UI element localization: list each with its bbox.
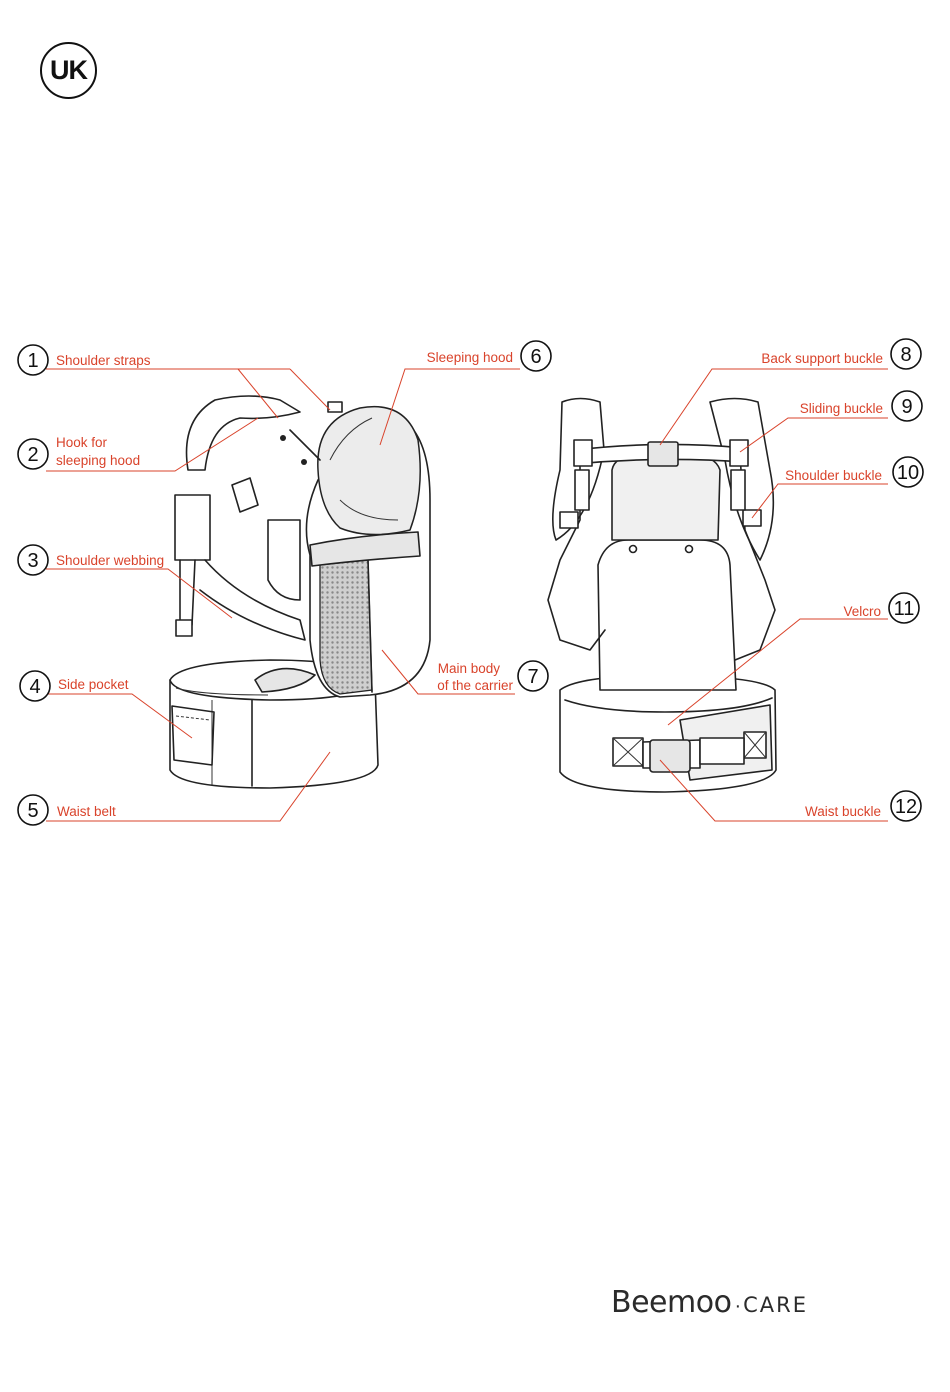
svg-text:7: 7 (527, 666, 538, 688)
svg-text:11: 11 (894, 598, 915, 620)
svg-text:3: 3 (27, 550, 38, 572)
svg-text:6: 6 (530, 346, 541, 368)
svg-text:Main body: Main body (438, 661, 501, 676)
svg-text:10: 10 (897, 462, 919, 484)
callout-8-back-support-buckle: 8 Back support buckle (660, 339, 921, 445)
svg-text:Side pocket: Side pocket (58, 677, 129, 692)
svg-text:Back support buckle: Back support buckle (761, 351, 883, 366)
brand-suffix: CARE (743, 1293, 808, 1317)
svg-text:Sleeping hood: Sleeping hood (427, 350, 513, 365)
svg-text:Shoulder webbing: Shoulder webbing (56, 553, 164, 568)
svg-text:Waist buckle: Waist buckle (805, 804, 881, 819)
svg-text:1: 1 (27, 350, 38, 372)
svg-text:12: 12 (895, 796, 917, 818)
brand-logo: Beemoo·CARE (611, 1288, 808, 1318)
svg-text:Velcro: Velcro (843, 604, 881, 619)
brand-separator: · (734, 1295, 741, 1317)
brand-name: Beemoo (611, 1285, 731, 1320)
callout-9-sliding-buckle: 9 Sliding buckle (740, 391, 922, 452)
back-view-carrier (548, 399, 776, 793)
svg-text:5: 5 (27, 800, 38, 822)
svg-text:of the carrier: of the carrier (437, 678, 513, 693)
svg-text:sleeping hood: sleeping hood (56, 453, 140, 468)
callout-10-shoulder-buckle: 10 Shoulder buckle (752, 457, 923, 518)
svg-text:Shoulder straps: Shoulder straps (56, 353, 151, 368)
svg-text:4: 4 (29, 676, 40, 698)
svg-text:Waist belt: Waist belt (57, 804, 116, 819)
svg-text:Sliding buckle: Sliding buckle (800, 401, 883, 416)
svg-text:Shoulder buckle: Shoulder buckle (785, 468, 882, 483)
front-view-carrier (170, 396, 430, 788)
svg-text:8: 8 (900, 344, 911, 366)
callout-4-side-pocket: 4 Side pocket (20, 671, 192, 738)
svg-text:9: 9 (901, 396, 912, 418)
svg-text:2: 2 (27, 444, 38, 466)
svg-text:Hook for: Hook for (56, 435, 108, 450)
